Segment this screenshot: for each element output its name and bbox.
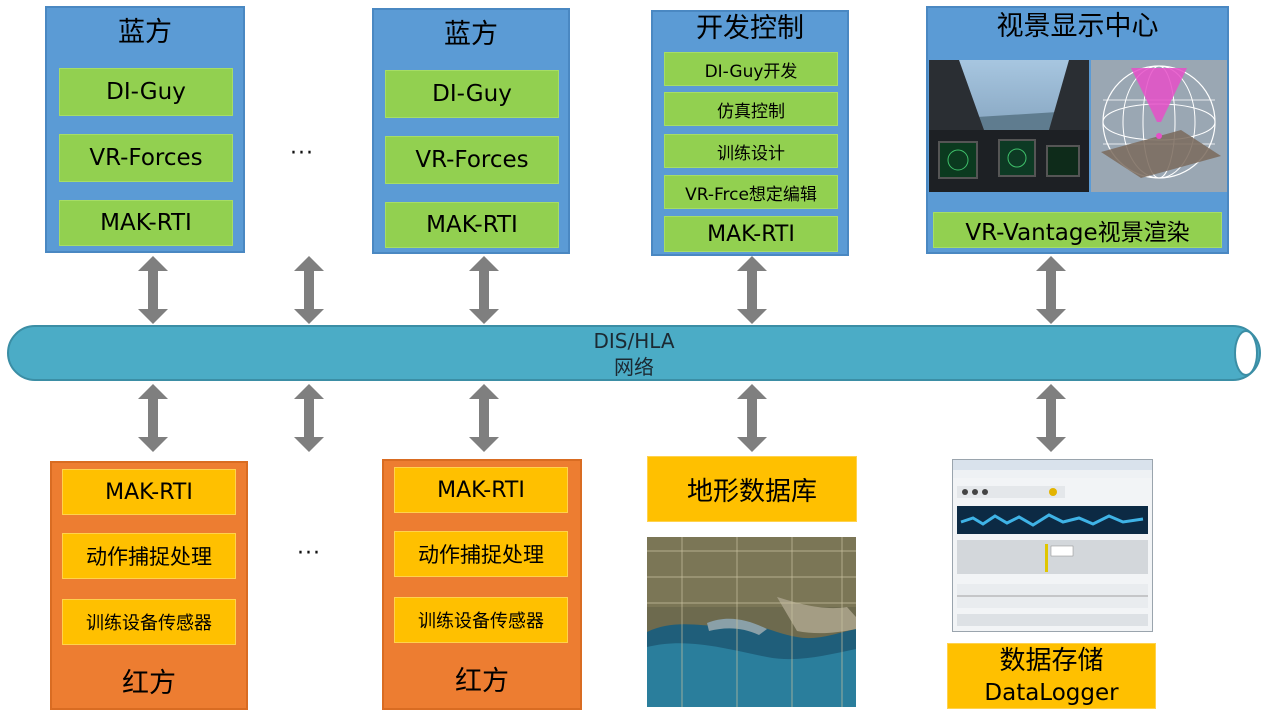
visual-center-panel: 视景显示中心 [926, 6, 1229, 254]
di-guy-module: DI-Guy [385, 70, 559, 118]
ellipsis-bottom: ··· [297, 541, 321, 566]
blue-team-title: 蓝方 [118, 17, 172, 48]
blue-team-panel-1: 蓝方 DI-Guy VR-Forces MAK-RTI [45, 6, 245, 253]
mak-rti-module: MAK-RTI [59, 200, 233, 246]
red-team-panel-1: MAK-RTI 动作捕捉处理 训练设备传感器 红方 [50, 461, 248, 710]
terrain-database-label: 地形数据库 [647, 456, 857, 522]
visual-center-title: 视景显示中心 [996, 11, 1159, 42]
training-design-module: 训练设计 [664, 134, 838, 168]
di-guy-dev-module: DI-Guy开发 [664, 52, 838, 86]
vr-vantage-render-module: VR-Vantage视景渲染 [933, 212, 1222, 248]
vr-forces-module: VR-Forces [385, 136, 559, 184]
link-arrow [737, 384, 767, 452]
blue-team-panel-2: 蓝方 DI-Guy VR-Forces MAK-RTI [372, 8, 570, 254]
link-arrow [737, 256, 767, 324]
training-sensor-module: 训练设备传感器 [394, 597, 568, 643]
dev-control-title: 开发控制 [696, 13, 804, 44]
data-storage-title: 数据存储 [999, 646, 1104, 676]
mak-rti-module: MAK-RTI [664, 216, 838, 252]
sim-control-module: 仿真控制 [664, 92, 838, 126]
link-arrow [138, 256, 168, 324]
mak-rti-module: MAK-RTI [62, 469, 236, 515]
data-storage-panel: 数据存储 DataLogger [947, 643, 1156, 709]
datalogger-screenshot [952, 459, 1153, 632]
link-arrow [469, 384, 499, 452]
network-label-name: 网络 [614, 355, 654, 379]
radar-dome-image [1091, 60, 1227, 192]
vr-forces-module: VR-Forces [59, 134, 233, 182]
link-arrow [469, 256, 499, 324]
cockpit-view-image [929, 60, 1089, 192]
red-team-title: 红方 [122, 668, 176, 699]
link-arrow [294, 384, 324, 452]
mak-rti-module: MAK-RTI [385, 202, 559, 248]
dev-control-panel: 开发控制 DI-Guy开发 仿真控制 训练设计 VR-Frce想定编辑 MAK-… [651, 10, 849, 256]
dis-hla-network-bus [7, 325, 1261, 381]
ellipsis-top: ··· [290, 141, 314, 166]
di-guy-module: DI-Guy [59, 68, 233, 116]
link-arrow [138, 384, 168, 452]
datalogger-label: DataLogger [984, 680, 1119, 706]
red-team-panel-2: MAK-RTI 动作捕捉处理 训练设备传感器 红方 [382, 459, 582, 710]
scenario-editor-module: VR-Frce想定编辑 [664, 175, 838, 209]
satellite-terrain-image [647, 537, 856, 707]
link-arrow [1036, 384, 1066, 452]
motion-capture-module: 动作捕捉处理 [62, 533, 236, 579]
motion-capture-module: 动作捕捉处理 [394, 531, 568, 577]
mak-rti-module: MAK-RTI [394, 467, 568, 513]
blue-team-title: 蓝方 [444, 19, 498, 50]
training-sensor-module: 训练设备传感器 [62, 599, 236, 645]
red-team-title: 红方 [455, 666, 509, 697]
network-label-protocol: DIS/HLA [593, 329, 675, 353]
link-arrow [1036, 256, 1066, 324]
link-arrow [294, 256, 324, 324]
